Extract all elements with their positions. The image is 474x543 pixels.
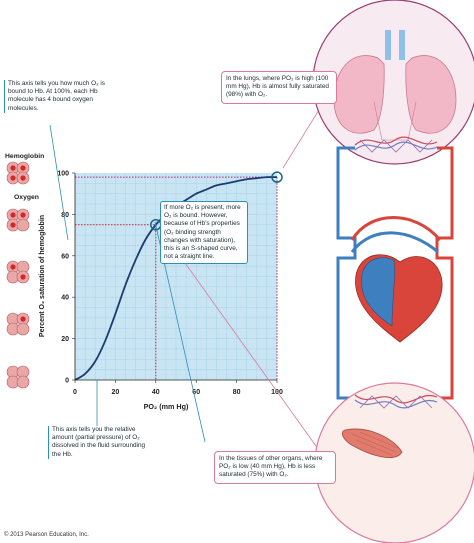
pulmonary-vessels <box>350 216 442 241</box>
x-tick-label: 100 <box>271 389 283 396</box>
hemoglobin-1-oxygen-icon <box>6 312 30 336</box>
x-tick-labels: 0 20 40 60 80 100 <box>73 380 283 396</box>
tissue-panel <box>314 382 474 543</box>
x-tick-label: 20 <box>112 389 120 396</box>
y-tick-label: 80 <box>61 212 69 219</box>
oxygen-legend-label: Oxygen <box>14 194 39 201</box>
x-tick-label: 80 <box>233 389 241 396</box>
hemoglobin-icons <box>6 161 30 389</box>
lungs-icon <box>333 30 457 141</box>
x-tick-label: 0 <box>73 389 77 396</box>
curve-annotation: If more O₂ is present, more O₂ is bound.… <box>160 201 248 265</box>
hemoglobin-4-oxygen-icon <box>6 161 30 185</box>
pink-connectors <box>159 104 327 461</box>
curve-marker-100 <box>271 171 283 183</box>
x-tick-label: 60 <box>192 389 200 396</box>
hemoglobin-2-oxygen-icon <box>6 260 30 284</box>
artery-vessel <box>435 146 454 400</box>
y-tick-label: 60 <box>61 253 69 260</box>
y-tick-label: 0 <box>65 378 69 385</box>
tissue-annotation: In the tissues of other organs, where PO… <box>214 451 336 484</box>
x-axis-title: PO₂ (mm Hg) <box>144 402 189 411</box>
x-tick-label: 40 <box>152 389 160 396</box>
vein-vessel <box>336 146 357 400</box>
x-axis-annotation: This axis tells you the relative amount … <box>48 426 152 459</box>
y-tick-label: 100 <box>57 171 69 178</box>
copyright-notice: © 2013 Pearson Education, Inc. <box>4 532 89 538</box>
muscle-icon <box>341 428 403 458</box>
hemoglobin-3-oxygen-icon <box>6 208 30 232</box>
y-tick-labels: 0 20 40 60 80 100 <box>57 171 75 385</box>
circulation-diagram <box>312 0 474 543</box>
lungs-annotation: In the lungs, where PO₂ is high (100 mm … <box>221 71 337 104</box>
hemoglobin-0-oxygen-icon <box>6 365 30 389</box>
y-axis-annotation: This axis tells you how much O₂ is bound… <box>4 80 108 113</box>
y-tick-label: 40 <box>61 295 69 302</box>
y-tick-label: 20 <box>61 336 69 343</box>
reference-lines <box>75 176 278 380</box>
tissue-capillaries-icon <box>354 394 438 409</box>
y-axis-title: Percent O₂ saturation of hemoglobin <box>39 215 46 337</box>
lung-capillaries-icon <box>354 136 438 153</box>
heart-icon <box>355 254 443 343</box>
hemoglobin-legend-label: Hemoglobin <box>5 153 44 160</box>
